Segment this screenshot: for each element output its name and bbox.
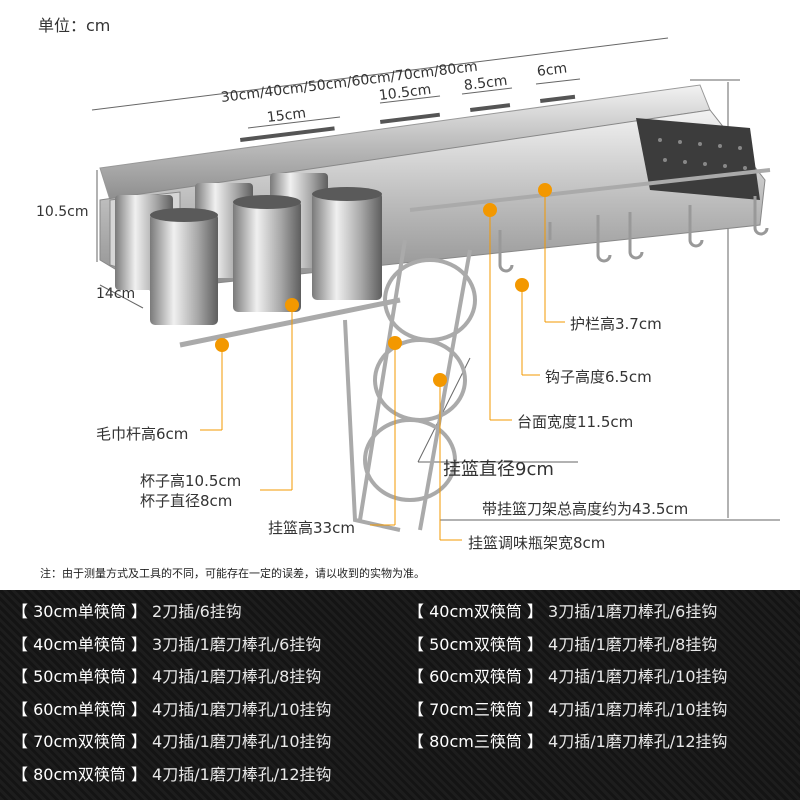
callout-leaders <box>200 190 565 541</box>
spec-detail: 4刀插/1磨刀棒孔/10挂钩 <box>542 667 728 686</box>
hook-height-label: 钩子高度6.5cm <box>545 368 652 386</box>
spec-row: 【 70cm三筷筒 】 4刀插/1磨刀棒孔/10挂钩 <box>408 696 728 720</box>
right-end-panel <box>636 118 760 200</box>
spec-size: 【 30cm单筷筒 】 <box>12 602 147 621</box>
product-diagram: 单位：cm <box>36 16 780 580</box>
hanging-basket <box>343 239 477 532</box>
basket-diameter-label: 挂篮直径9cm <box>443 459 554 480</box>
spec-detail: 4刀插/1磨刀棒孔/12挂钩 <box>542 732 728 751</box>
bottle-rack-width-label: 挂篮调味瓶架宽8cm <box>468 534 606 552</box>
spec-detail: 4刀插/1磨刀棒孔/10挂钩 <box>146 732 332 751</box>
basket-height-label: 挂篮高33cm <box>268 519 355 537</box>
spec-size: 【 80cm三筷筒 】 <box>408 732 543 751</box>
spec-size: 【 50cm单筷筒 】 <box>12 667 147 686</box>
spec-size: 【 80cm双筷筒 】 <box>12 764 147 784</box>
spec-size: 【 60cm单筷筒 】 <box>12 699 147 719</box>
spec-detail: 3刀插/1磨刀棒孔/6挂钩 <box>146 634 322 654</box>
cup-height-label: 杯子高10.5cm <box>140 472 242 490</box>
utensil-cups <box>115 173 382 325</box>
spec-row: 【 80cm三筷筒 】 4刀插/1磨刀棒孔/12挂钩 <box>408 728 728 752</box>
spec-row: 【 40cm双筷筒 】 3刀插/1磨刀棒孔/6挂钩 <box>408 598 717 622</box>
spec-row: 【 50cm单筷筒 】 4刀插/1磨刀棒孔/8挂钩 <box>12 663 321 687</box>
unit-label: 单位：cm <box>38 16 111 35</box>
disclaimer-note: 注：由于测量方式及工具的不同，可能存在一定的误差，请以收到的实物为准。 <box>40 567 425 580</box>
spec-detail: 4刀插/1磨刀棒孔/10挂钩 <box>542 699 728 719</box>
spec-detail: 4刀插/1磨刀棒孔/8挂钩 <box>542 634 718 654</box>
callout-dots <box>215 183 552 387</box>
deck-width-label: 台面宽度11.5cm <box>517 413 634 431</box>
spec-detail: 4刀插/1磨刀棒孔/10挂钩 <box>146 699 332 719</box>
spec-size: 【 70cm双筷筒 】 <box>12 732 147 751</box>
spec-detail: 4刀插/1磨刀棒孔/8挂钩 <box>146 667 322 686</box>
rack-illustration <box>91 37 780 541</box>
spec-size: 【 40cm单筷筒 】 <box>12 634 147 654</box>
spec-row: 【 50cm双筷筒 】 4刀插/1磨刀棒孔/8挂钩 <box>408 631 717 655</box>
total-height-label: 带挂篮刀架总高度约为43.5cm <box>482 500 689 518</box>
towel-bar <box>179 297 401 348</box>
spec-size: 【 60cm双筷筒 】 <box>408 667 543 686</box>
spec-row: 【 80cm双筷筒 】 4刀插/1磨刀棒孔/12挂钩 <box>12 761 332 785</box>
spec-row: 【 60cm双筷筒 】 4刀插/1磨刀棒孔/10挂钩 <box>408 663 728 687</box>
spec-row: 【 30cm单筷筒 】 2刀插/6挂钩 <box>12 598 242 622</box>
spec-size: 【 40cm双筷筒 】 <box>408 602 543 621</box>
spec-detail: 4刀插/1磨刀棒孔/12挂钩 <box>146 764 332 784</box>
spec-table: 【 30cm单筷筒 】 2刀插/6挂钩【 40cm单筷筒 】 3刀插/1磨刀棒孔… <box>0 590 800 800</box>
spec-detail: 2刀插/6挂钩 <box>146 602 242 621</box>
spec-row: 【 40cm单筷筒 】 3刀插/1磨刀棒孔/6挂钩 <box>12 631 321 655</box>
spec-row: 【 60cm单筷筒 】 4刀插/1磨刀棒孔/10挂钩 <box>12 696 332 720</box>
depth-label: 14cm <box>96 286 136 302</box>
hooks <box>498 196 769 273</box>
spec-size: 【 50cm双筷筒 】 <box>408 634 543 654</box>
towel-bar-label: 毛巾杆高6cm <box>96 425 189 443</box>
height-label: 10.5cm <box>36 204 89 220</box>
rail-height-label: 护栏高3.7cm <box>570 315 662 333</box>
hook-rail <box>409 168 771 212</box>
spec-size: 【 70cm三筷筒 】 <box>408 699 543 719</box>
cup-diameter-label: 杯子直径8cm <box>140 492 233 510</box>
spec-row: 【 70cm双筷筒 】 4刀插/1磨刀棒孔/10挂钩 <box>12 728 332 752</box>
spec-detail: 3刀插/1磨刀棒孔/6挂钩 <box>542 602 718 621</box>
